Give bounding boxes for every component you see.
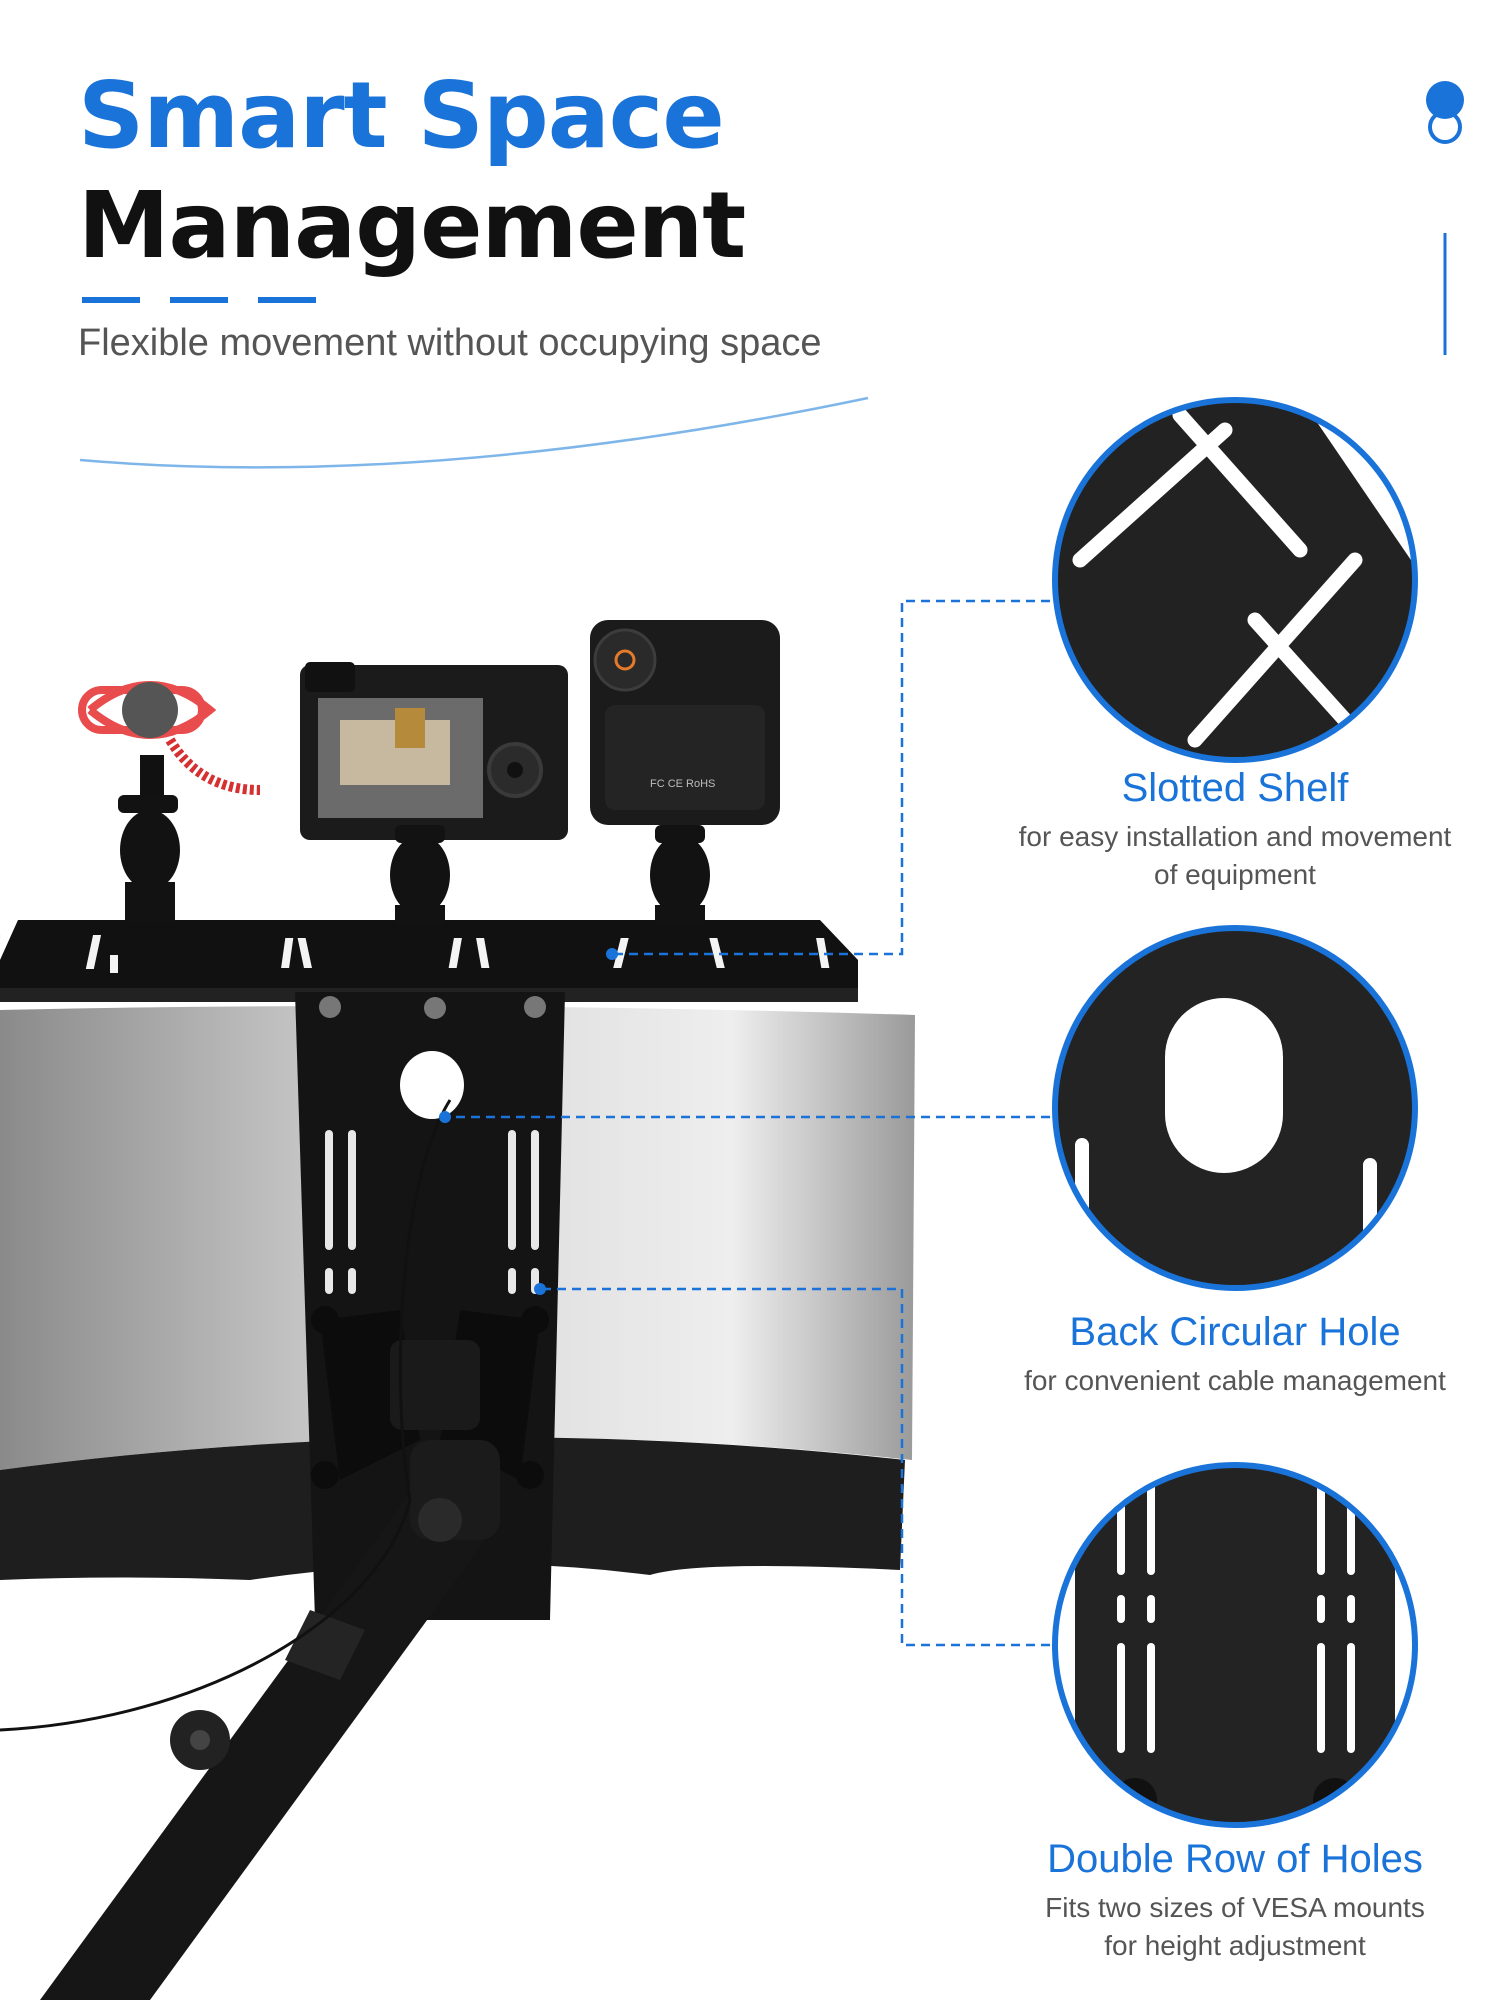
vesa-bracket — [311, 1306, 549, 1489]
feature-desc-line: of equipment — [1154, 859, 1316, 890]
double-row-holes-detail — [1052, 1462, 1418, 1828]
title-dash-1 — [82, 297, 140, 303]
feature-desc-slotted-shelf: for easy installation and movement of eq… — [1005, 818, 1465, 894]
circular-hole-detail — [1052, 925, 1418, 1291]
feature-title-slotted-shelf: Slotted Shelf — [1121, 766, 1349, 810]
title-dash-2 — [170, 297, 228, 303]
subtitle: Flexible movement without occupying spac… — [78, 322, 822, 364]
mount-arm — [40, 1440, 500, 2000]
swoosh-decoration — [79, 396, 869, 469]
title-line-1: Smart Space — [78, 62, 725, 169]
camera — [300, 662, 568, 840]
feature-desc-line: for convenient cable management — [1024, 1365, 1446, 1396]
feature-desc-line: for height adjustment — [1104, 1930, 1366, 1961]
ball-heads — [118, 795, 710, 925]
feature-title-back-circular-hole: Back Circular Hole — [1069, 1310, 1401, 1354]
feature-desc-line: Fits two sizes of VESA mounts — [1045, 1892, 1425, 1923]
slotted-shelf-detail — [1052, 397, 1418, 763]
light-label: FC CE RoHS — [650, 778, 715, 790]
decor-indicator-icon — [1426, 81, 1464, 355]
title-line-2: Management — [78, 172, 746, 279]
microphone — [78, 681, 261, 795]
product-illustration: FC CE RoHS — [0, 620, 915, 2000]
title-dash-3 — [258, 297, 316, 303]
feature-desc-line: for easy installation and movement — [1018, 821, 1452, 852]
feature-title-double-row-holes: Double Row of Holes — [1047, 1837, 1423, 1881]
feature-desc-double-row-holes: Fits two sizes of VESA mounts for height… — [1005, 1889, 1465, 1965]
video-light: FC CE RoHS — [590, 620, 780, 825]
feature-desc-back-circular-hole: for convenient cable management — [1005, 1362, 1465, 1400]
cable — [0, 1099, 452, 1732]
